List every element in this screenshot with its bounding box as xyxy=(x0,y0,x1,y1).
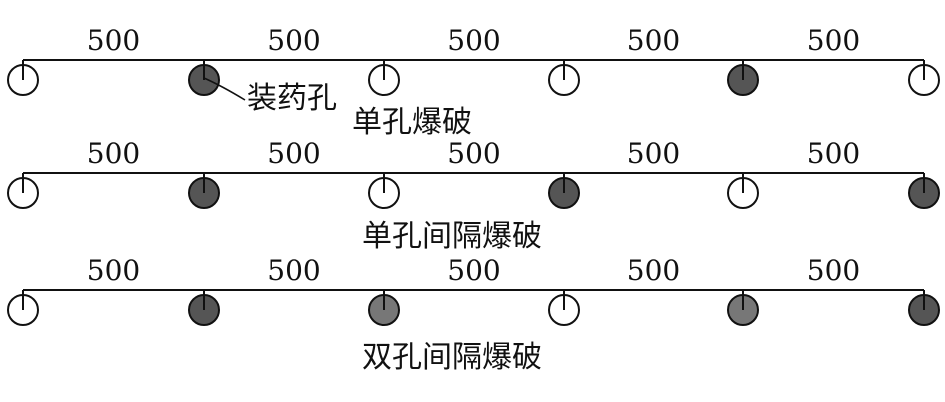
spacing-label: 500 xyxy=(267,254,320,287)
blast-row-3: 500 500 500 500 500 双孔间隔爆破 xyxy=(7,254,940,375)
row-caption: 单孔爆破 xyxy=(352,105,472,140)
spacing-label: 500 xyxy=(87,254,140,287)
callout-leader xyxy=(203,77,246,101)
spacing-label: 500 xyxy=(447,137,500,170)
spacing-label: 500 xyxy=(267,24,320,57)
spacing-label: 500 xyxy=(87,24,140,57)
spacing-label: 500 xyxy=(807,254,860,287)
blast-row-2: 500 500 500 500 500 单孔间隔爆破 xyxy=(7,137,940,254)
callout-label: 装药孔 xyxy=(247,81,337,116)
spacing-label: 500 xyxy=(807,24,860,57)
spacing-label: 500 xyxy=(87,137,140,170)
spacing-label: 500 xyxy=(627,137,680,170)
spacing-label: 500 xyxy=(267,137,320,170)
spacing-label: 500 xyxy=(807,137,860,170)
spacing-label: 500 xyxy=(447,254,500,287)
row-caption: 单孔间隔爆破 xyxy=(362,219,542,254)
spacing-label: 500 xyxy=(447,24,500,57)
spacing-label: 500 xyxy=(627,24,680,57)
spacing-label: 500 xyxy=(627,254,680,287)
row-caption: 双孔间隔爆破 xyxy=(362,340,542,375)
